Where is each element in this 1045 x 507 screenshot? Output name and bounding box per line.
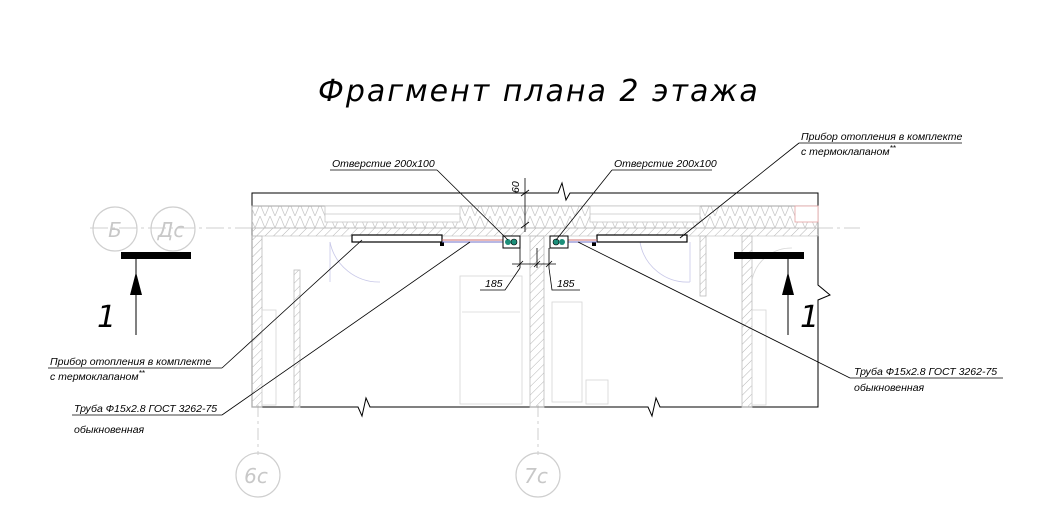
section-mark-right-label: 1 — [800, 300, 819, 335]
dimension-horizontal — [480, 248, 580, 291]
dimension-60: 60 — [510, 181, 522, 193]
room-details — [261, 241, 793, 406]
pipe-riser — [442, 235, 597, 249]
interior-walls — [251, 235, 753, 408]
axis-bubble-b: Б — [92, 206, 138, 252]
callout-pipe-right-line2: обыкновенная — [854, 382, 925, 394]
dimension-vertical — [520, 178, 530, 232]
section-mark-left — [121, 252, 191, 335]
exterior-wall — [251, 205, 819, 237]
leader-heater-left — [48, 239, 363, 369]
dimension-185-right: 185 — [557, 278, 575, 290]
section-mark-right — [734, 252, 804, 335]
callout-pipe-left-line2: обыкновенная — [74, 424, 145, 436]
plan-frame — [251, 181, 831, 418]
axis-bubble-7c: 7с — [515, 452, 561, 498]
leader-opening-left — [330, 169, 509, 241]
leader-pipe-left — [72, 241, 471, 416]
axis-bubble-6c: 6с — [235, 452, 281, 498]
drawing-title: Фрагмент плана 2 этажа — [318, 74, 760, 109]
leader-heater-right — [679, 142, 962, 239]
callout-pipe-right-line1: Труба Ф15х2.8 ГОСТ 3262-75 — [854, 366, 997, 378]
svg-text:Дс: Дс — [157, 218, 185, 242]
svg-text:7с: 7с — [524, 464, 548, 488]
callout-pipe-left-line1: Труба Ф15х2.8 ГОСТ 3262-75 — [74, 403, 217, 415]
callout-heater-right-line2: с термоклапаном** — [801, 144, 897, 158]
leader-opening-right — [555, 169, 712, 241]
dimension-185-left: 185 — [485, 278, 503, 290]
heater-left — [351, 234, 444, 246]
heater-right — [592, 234, 688, 246]
callout-opening-right: Отверстие 200х100 — [614, 158, 717, 170]
callout-heater-left-line1: Прибор отопления в комплекте — [50, 356, 212, 368]
axis-bubble-ds: Дс — [150, 206, 196, 252]
section-mark-left-label: 1 — [97, 300, 116, 335]
callout-heater-right-line1: Прибор отопления в комплекте — [801, 131, 963, 143]
svg-text:Б: Б — [108, 218, 122, 242]
svg-text:6с: 6с — [244, 464, 268, 488]
leader-pipe-right — [577, 241, 1003, 379]
callout-heater-left-line2: с термоклапаном** — [50, 369, 146, 383]
callout-opening-left: Отверстие 200х100 — [332, 158, 435, 170]
